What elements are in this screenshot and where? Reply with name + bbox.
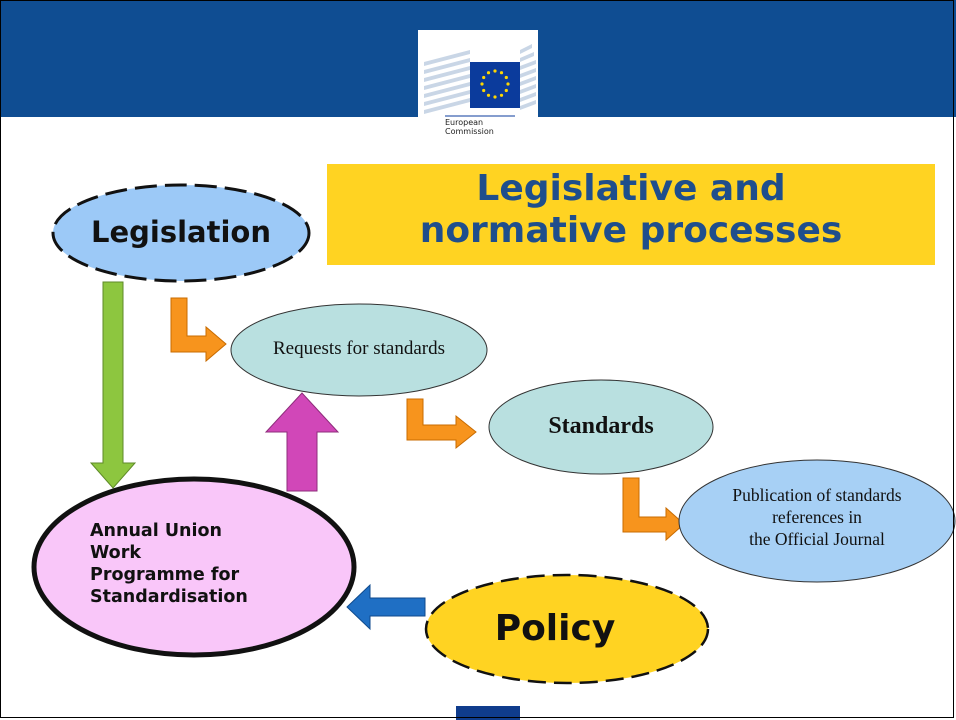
title-box	[327, 164, 935, 265]
ec-logo-icon	[424, 44, 536, 117]
label-programme-line4: Standardisation	[90, 587, 248, 607]
label-legislation: Legislation	[91, 215, 271, 249]
arrow-requests-to-standards	[406, 398, 477, 450]
title-line1: Legislative and	[476, 168, 786, 209]
eu-stars-icon	[480, 69, 510, 99]
label-publication-line3: the Official Journal	[749, 529, 885, 549]
arrow-legislation-to-programme	[89, 281, 137, 489]
node-requests	[230, 303, 488, 397]
logo-caption-line1: European	[445, 118, 484, 127]
label-publication: Publication of standards references in t…	[684, 484, 950, 550]
node-policy	[424, 573, 710, 685]
node-publication	[678, 459, 956, 583]
arrow-standards-to-publication	[622, 477, 685, 542]
arrow-legislation-to-requests	[170, 297, 227, 363]
label-programme: Annual Union Work Programme for Standard…	[90, 520, 320, 608]
label-publication-line1: Publication of standards	[732, 485, 902, 505]
logo-caption: European Commission	[445, 118, 525, 136]
label-programme-line1: Annual Union	[90, 521, 222, 541]
label-publication-line2: references in	[772, 507, 862, 527]
title-line2: normative processes	[419, 210, 843, 251]
label-standards: Standards	[548, 413, 654, 439]
page-title: Legislative and normative processes	[327, 168, 935, 252]
arrow-policy-to-programme	[346, 583, 426, 631]
footer-tab	[456, 706, 520, 720]
label-programme-line2: Work	[90, 543, 141, 563]
arrow-programme-to-requests	[264, 392, 340, 492]
label-requests: Requests for standards	[272, 338, 446, 359]
node-legislation	[51, 183, 311, 283]
node-programme	[31, 476, 357, 658]
label-programme-line3: Programme for	[90, 565, 240, 585]
label-policy: Policy	[494, 608, 616, 649]
logo-caption-line2: Commission	[445, 127, 494, 136]
node-standards	[488, 379, 714, 475]
